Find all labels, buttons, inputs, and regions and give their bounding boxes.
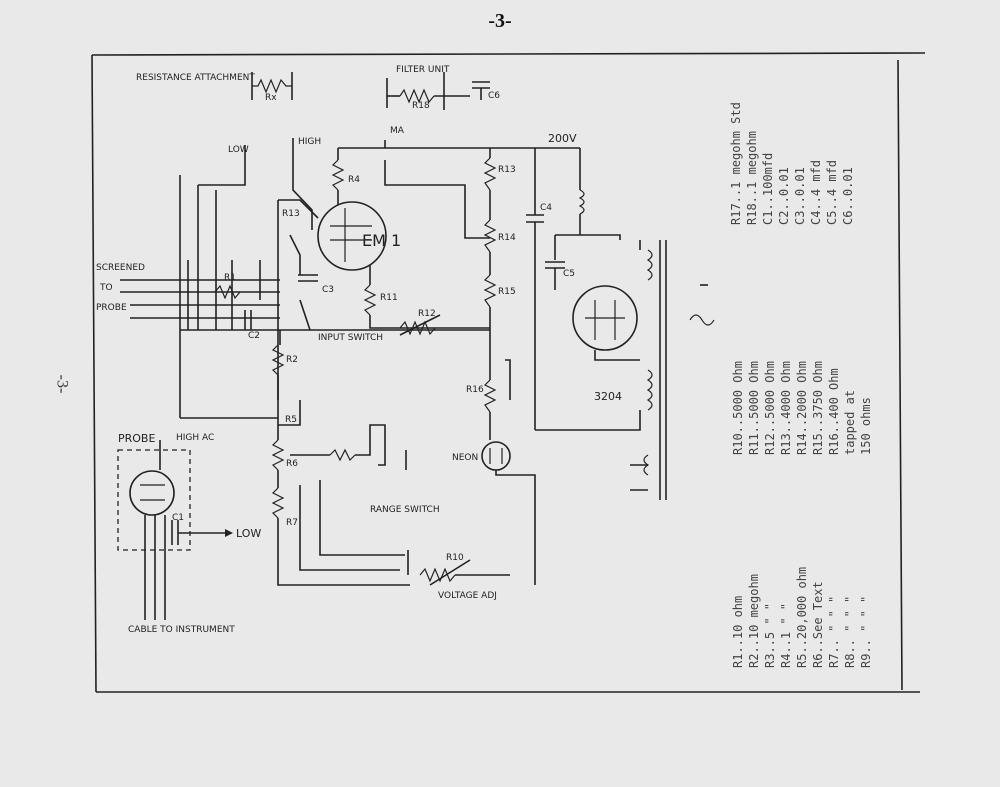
parts-list-entry: R2..10 megohm xyxy=(747,574,761,668)
parts-list-entry: C2..0.01 xyxy=(777,167,791,225)
label-r10: R10 xyxy=(446,553,464,563)
label-r16: R16 xyxy=(466,385,484,395)
label-r15: R15 xyxy=(498,287,516,297)
label-r7: R7 xyxy=(286,518,298,528)
label-r4: R4 xyxy=(348,175,360,185)
label-voltage-adj: VOLTAGE ADJ xyxy=(438,591,497,601)
label-r2: R2 xyxy=(286,355,298,365)
label-c6: C6 xyxy=(488,91,500,101)
label-c3: C3 xyxy=(322,285,334,295)
resistance-attachment xyxy=(251,72,293,100)
label-r1: R1 xyxy=(224,273,236,283)
page-number: -3- xyxy=(488,10,512,32)
parts-list-entry: C1..100mfd xyxy=(761,153,775,225)
parts-list-entry: R6..See Text xyxy=(811,581,825,668)
label-ma: MA xyxy=(390,126,405,136)
parts-list-entry: R7.. " " " xyxy=(827,596,841,668)
label-input-switch: INPUT SWITCH xyxy=(318,333,383,343)
label-to: TO xyxy=(99,283,113,293)
label-r18: R18 xyxy=(412,101,430,111)
label-filter-unit: FILTER UNIT xyxy=(396,65,450,75)
parts-list-entry: R17..1 megohm Std xyxy=(729,102,743,225)
label-200v: 200V xyxy=(548,132,577,145)
diagram-border xyxy=(91,52,926,693)
label-r11: R11 xyxy=(380,293,398,303)
label-c2: C2 xyxy=(248,331,260,341)
label-cable: CABLE TO INSTRUMENT xyxy=(128,625,235,635)
parts-list-entry: 150 ohms xyxy=(859,397,873,455)
parts-list-entry: R18..1 megohm xyxy=(745,131,759,225)
parts-list-entry: R12..5000 Ohm xyxy=(763,361,777,455)
label-high-ac: HIGH AC xyxy=(176,433,214,443)
label-screened: SCREENED xyxy=(96,263,145,273)
parts-list-entry: R4..1 " " xyxy=(779,603,793,668)
parts-list-entry: R15..3750 Ohm xyxy=(811,361,825,455)
label-low-probe: LOW xyxy=(236,527,261,540)
probe xyxy=(117,440,233,620)
parts-list-entry: R3..5 " " xyxy=(763,603,777,668)
label-probe-line: PROBE xyxy=(96,303,127,313)
label-rx: Rx xyxy=(265,93,277,103)
parts-list-entry: C5..4 mfd xyxy=(825,160,839,225)
label-resistance-attachment: RESISTANCE ATTACHMENT xyxy=(136,73,255,83)
parts-list-entry: R13..4000 Ohm xyxy=(779,361,793,455)
parts-list-entry: C6..0.01 xyxy=(841,167,855,225)
label-probe: PROBE xyxy=(118,432,155,445)
label-range-switch: RANGE SWITCH xyxy=(370,505,440,515)
parts-list-entry: R16..400 Ohm xyxy=(827,368,841,455)
label-low-top: LOW xyxy=(228,145,249,155)
parts-list-entry: tapped at xyxy=(843,390,857,455)
label-3204: 3204 xyxy=(594,390,622,403)
label-neon: NEON xyxy=(452,453,478,463)
parts-list-entry: R5..20,000 ohm xyxy=(795,567,809,668)
label-c4: C4 xyxy=(540,203,552,213)
label-r13: R13 xyxy=(282,209,300,219)
parts-list-entry: R11..5000 Ohm xyxy=(747,361,761,455)
label-r13-chain: R13 xyxy=(498,165,516,175)
label-r14: R14 xyxy=(498,233,516,243)
label-c5: C5 xyxy=(563,269,575,279)
label-r5: R5 xyxy=(285,415,297,425)
parts-list-entry: R10..5000 Ohm xyxy=(731,361,745,455)
parts-list-entry: R14..2000 Ohm xyxy=(795,361,809,455)
parts-list-entry: R1..10 ohm xyxy=(731,596,745,668)
label-c-probe: C1 xyxy=(172,513,184,523)
label-em1: EM 1 xyxy=(362,231,401,250)
parts-list-entry: C3..0.01 xyxy=(793,167,807,225)
parts-list-entry: R8.. " " " xyxy=(843,596,857,668)
filter-unit xyxy=(386,72,490,110)
diagram-labels: RESISTANCE ATTACHMENT Rx FILTER UNIT R18… xyxy=(96,65,622,635)
label-high: HIGH xyxy=(298,137,321,147)
label-r6: R6 xyxy=(286,459,298,469)
label-r12: R12 xyxy=(418,309,436,319)
parts-list-entry: R9.. " " " xyxy=(859,596,873,668)
parts-list-entry: C4..4 mfd xyxy=(809,160,823,225)
main-wiring xyxy=(120,138,715,586)
